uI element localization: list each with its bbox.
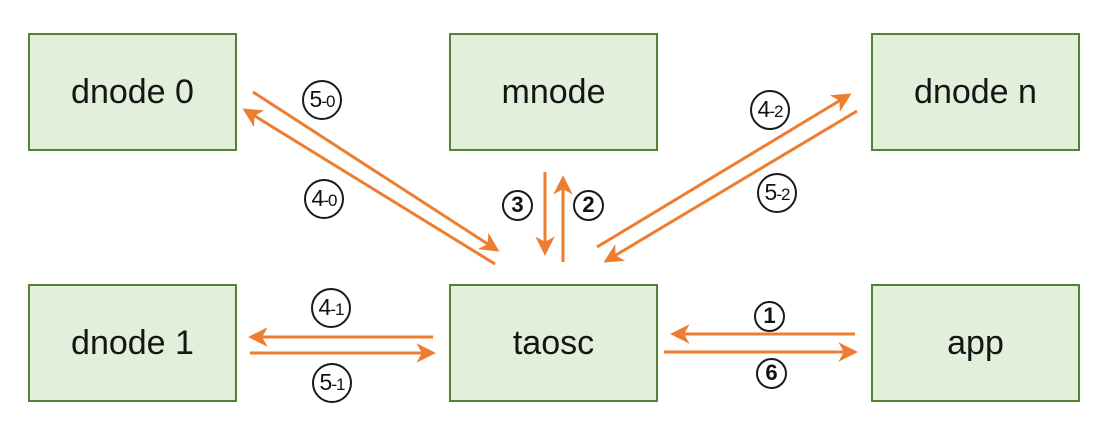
edge-label-3: 3 [502, 190, 533, 221]
arrow-taosc-to-dnode0 [242, 108, 496, 266]
edge-label-4-2: 4-2 [750, 90, 790, 130]
edge-label-5-2: 5-2 [757, 173, 797, 213]
edge-label-4-1: 4-1 [311, 288, 351, 328]
arrow-taosc-to-dnoden [596, 93, 852, 249]
edge-label-6: 6 [756, 358, 787, 389]
arrow-dnoden-to-taosc [603, 109, 858, 263]
arrow-dnode0-to-taosc [252, 90, 500, 252]
edge-label-2: 2 [573, 190, 604, 221]
node-taosc: taosc [449, 284, 658, 402]
edge-label-5-0: 5-0 [302, 80, 342, 120]
edge-label-1: 1 [754, 301, 785, 332]
node-dnode-1: dnode 1 [28, 284, 237, 402]
node-dnode-0: dnode 0 [28, 33, 237, 151]
edge-label-5-1: 5-1 [312, 363, 352, 403]
node-dnode-n: dnode n [871, 33, 1080, 151]
node-mnode: mnode [449, 33, 658, 151]
node-app: app [871, 284, 1080, 402]
edge-label-4-0: 4-0 [304, 179, 344, 219]
